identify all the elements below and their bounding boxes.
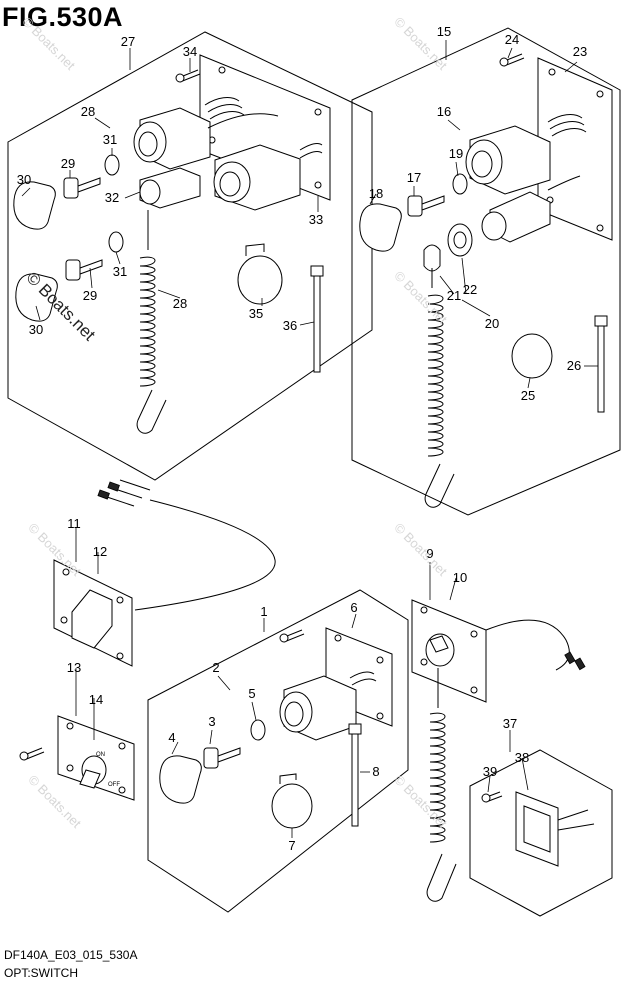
callout-13: 13 (67, 660, 81, 675)
figure-title: FIG.530A (2, 2, 124, 32)
callout-31-upper: 31 (103, 132, 117, 147)
screw-34 (175, 69, 201, 83)
cable-tie-8 (348, 723, 362, 827)
cap-30-upper (13, 181, 56, 230)
lanyard-clip-21 (423, 244, 441, 288)
nut-19 (452, 173, 468, 195)
callout-34: 34 (183, 44, 197, 59)
callout-18: 18 (369, 186, 383, 201)
callout-35: 35 (249, 306, 263, 321)
leader-lines (21, 40, 598, 838)
key-3 (203, 747, 241, 769)
callout-12: 12 (93, 544, 107, 559)
callout-14: 14 (89, 692, 103, 707)
callout-17: 17 (407, 170, 421, 185)
switch-panel-14: ON OFF (57, 715, 135, 801)
callout-36: 36 (283, 318, 297, 333)
main-switch-28-upper (133, 97, 279, 170)
callout-28-lower: 28 (173, 296, 187, 311)
callout-30-upper: 30 (17, 172, 31, 187)
label-on: ON (96, 752, 105, 758)
label-off: OFF (108, 782, 120, 788)
callout-30-lower: 30 (29, 322, 43, 337)
figure-code: DF140A_E03_015_530A (4, 948, 138, 962)
callout-26: 26 (567, 358, 581, 373)
callout-32: 32 (105, 190, 119, 205)
nut-22 (447, 223, 473, 257)
callout-24: 24 (505, 32, 519, 47)
callout-15: 15 (437, 24, 451, 39)
main-switch-16 (465, 114, 587, 195)
callout-25: 25 (521, 388, 535, 403)
callout-33: 33 (309, 212, 323, 227)
switch-panel-12 (53, 559, 133, 667)
wires-9 (485, 619, 586, 671)
callout-10: 10 (453, 570, 467, 585)
callout-7: 7 (288, 838, 295, 853)
cap-7 (271, 773, 313, 829)
figure-name: OPT:SWITCH (4, 966, 78, 980)
callout-22: 22 (463, 282, 477, 297)
callout-4: 4 (168, 730, 175, 745)
callout-3: 3 (208, 714, 215, 729)
callout-38: 38 (515, 750, 529, 765)
key-29-lower (65, 259, 103, 281)
stop-switch-32 (139, 143, 323, 211)
key-29-upper (63, 177, 101, 199)
kit-1-box (147, 589, 409, 913)
nut-31 (104, 154, 124, 253)
callout-28-upper: 28 (81, 104, 95, 119)
lanyard-coil-28 (136, 210, 167, 434)
callout-37: 37 (503, 716, 517, 731)
callout-21: 21 (447, 288, 461, 303)
callout-29-lower: 29 (83, 288, 97, 303)
callout-39: 39 (483, 764, 497, 779)
callout-9: 9 (426, 546, 433, 561)
callout-labels: 27 34 28 31 29 30 32 33 31 29 30 28 35 3… (17, 24, 587, 853)
cable-tie-36 (310, 265, 324, 373)
callout-11: 11 (67, 516, 81, 531)
callout-16: 16 (437, 104, 451, 119)
callout-5: 5 (248, 686, 255, 701)
callout-6: 6 (350, 600, 357, 615)
callout-31-lower: 31 (113, 264, 127, 279)
lanyard-coil-9 (426, 668, 457, 902)
cable-tie-26 (594, 315, 608, 413)
rocker-switch-38 (515, 791, 595, 867)
callout-19: 19 (449, 146, 463, 161)
callout-20: 20 (485, 316, 499, 331)
kit-15-box (351, 27, 621, 516)
cap-30-lower (15, 273, 58, 322)
screw-39 (481, 791, 503, 803)
callout-1: 1 (260, 604, 267, 619)
nut-5 (250, 719, 266, 741)
key-17 (407, 195, 445, 217)
switch-panel-10 (411, 599, 487, 703)
wires-11 (97, 479, 276, 611)
screw-1 (279, 629, 305, 643)
cap-25 (511, 333, 553, 379)
cap-18 (359, 203, 402, 252)
kit-37-box (469, 749, 613, 917)
kit-27-box (7, 31, 373, 481)
stop-switch-20 (481, 175, 581, 243)
cap-35 (237, 243, 283, 305)
cap-4 (159, 755, 202, 804)
callout-23: 23 (573, 44, 587, 59)
callout-2: 2 (212, 660, 219, 675)
callout-27: 27 (121, 34, 135, 49)
screw-13 (19, 747, 45, 761)
lanyard-coil-20 (424, 294, 455, 508)
screw-24 (499, 53, 525, 67)
main-switch-2 (279, 671, 377, 741)
callout-29-upper: 29 (61, 156, 75, 171)
callout-8: 8 (372, 764, 379, 779)
